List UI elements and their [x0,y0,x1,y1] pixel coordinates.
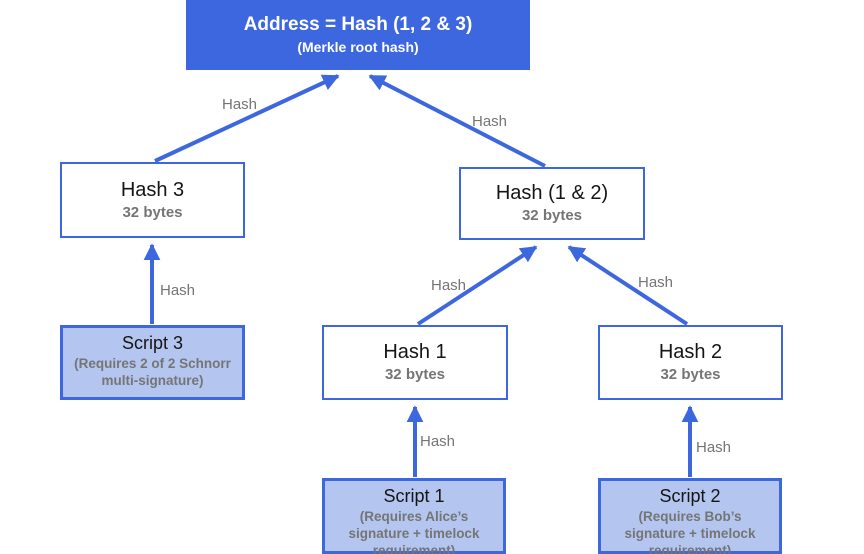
node-script2-subtitle: (Requires Bob’s signature + timelock req… [624,508,756,554]
node-script3-subtitle: (Requires 2 of 2 Schnorr multi-signature… [74,355,231,388]
node-hash12-title: Hash (1 & 2) [495,182,609,204]
node-merkle-root-title: Address = Hash (1, 2 & 3) [243,14,473,36]
node-hash3-title: Hash 3 [120,178,185,201]
node-script2: Script 2 (Requires Bob’s signature + tim… [598,478,782,554]
node-script3: Script 3 (Requires 2 of 2 Schnorr multi-… [60,325,245,400]
edge-hash3-to-root [154,74,340,163]
node-hash3: Hash 3 32 bytes [60,162,245,238]
edge-hash12-to-root [368,74,546,168]
node-script2-title: Script 2 [659,486,721,506]
node-hash1-subtitle: 32 bytes [384,366,446,383]
node-hash3-subtitle: 32 bytes [122,203,183,221]
edge-label-script1-hash1: Hash [420,433,456,450]
node-hash1: Hash 1 32 bytes [322,325,508,400]
node-script3-title: Script 3 [121,333,184,353]
node-hash2: Hash 2 32 bytes [598,325,783,400]
node-hash2-title: Hash 2 [658,341,723,363]
node-script1-subtitle: (Requires Alice’s signature + timelock r… [348,508,480,554]
node-hash12: Hash (1 & 2) 32 bytes [459,167,645,240]
node-hash1-title: Hash 1 [383,341,447,363]
node-script1-title: Script 1 [383,486,445,506]
edge-label-script2-hash2: Hash [696,439,732,456]
edge-label-hash1-hash12: Hash [431,277,467,294]
node-merkle-root-subtitle: (Merkle root hash) [297,39,419,56]
node-hash2-subtitle: 32 bytes [660,366,721,383]
edge-label-hash12-root: Hash [472,113,508,130]
node-merkle-root: Address = Hash (1, 2 & 3) (Merkle root h… [186,0,530,70]
node-hash12-subtitle: 32 bytes [521,207,583,224]
edge-label-script3-hash3: Hash [160,282,196,299]
edge-label-hash3-root: Hash [222,96,258,113]
node-script1: Script 1 (Requires Alice’s signature + t… [322,478,506,554]
edge-label-hash2-hash12: Hash [638,274,674,291]
